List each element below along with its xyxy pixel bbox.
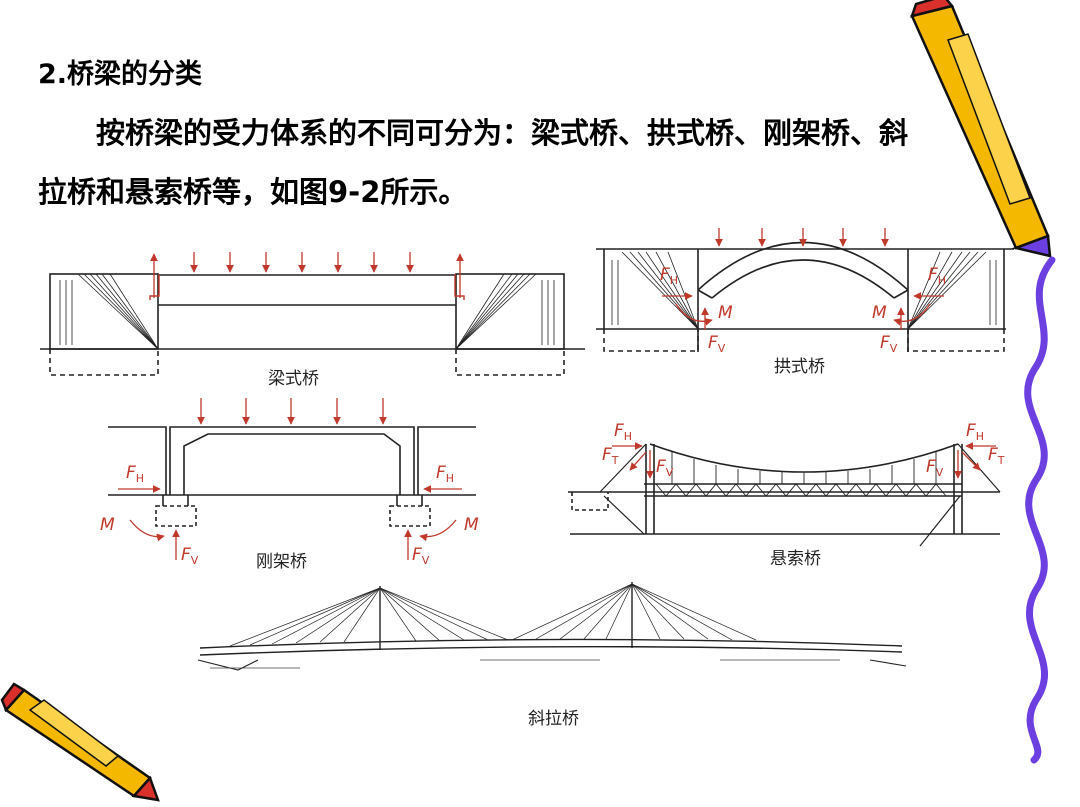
susp-fv-left-label: FV: [656, 457, 674, 479]
beam-bridge-caption: 梁式桥: [268, 369, 319, 389]
arch-m-left-label: M: [718, 303, 733, 323]
rigid-fh-left-label: FH: [126, 463, 144, 485]
rigid-fv-right-label: FV: [412, 545, 430, 567]
rigid-fv-left-label: FV: [181, 545, 199, 567]
rigid-fh-right-label: FH: [436, 463, 454, 485]
arch-fv-right-label: FV: [880, 333, 898, 355]
beam-bridge-diagram: [40, 252, 585, 376]
rigid-bridge-caption: 刚架桥: [256, 552, 307, 572]
cable-stayed-bridge-caption: 斜拉桥: [528, 709, 579, 729]
suspension-bridge-diagram: [568, 442, 1001, 547]
suspension-bridge-caption: 悬索桥: [770, 549, 821, 569]
susp-fh-left-label: FH: [614, 421, 632, 443]
rigid-frame-bridge-diagram: [108, 398, 476, 560]
wave-border-icon: [1024, 256, 1056, 764]
slide-paragraph: 按桥梁的受力体系的不同可分为：梁式桥、拱式桥、刚架桥、斜拉桥和悬索桥等，如图9-…: [38, 116, 909, 209]
rigid-m-left-label: M: [100, 515, 115, 535]
slide-heading: 2.桥梁的分类: [38, 59, 203, 90]
arch-bridge-diagram: [596, 228, 1014, 352]
susp-fv-right-label: FV: [926, 457, 944, 479]
arch-fv-left-label: FV: [708, 333, 726, 355]
susp-ft-left-label: FT: [602, 445, 619, 467]
pencil-bottom-left-icon: [0, 682, 160, 802]
susp-fh-right-label: FH: [966, 421, 984, 443]
arch-bridge-caption: 拱式桥: [774, 357, 825, 377]
arch-fh-right-label: FH: [928, 265, 946, 287]
cable-stayed-bridge-diagram: [197, 582, 907, 671]
rigid-m-right-label: M: [464, 515, 479, 535]
arch-fh-left-label: FH: [660, 265, 678, 287]
pencil-top-right-icon: [910, 0, 1052, 258]
arch-m-right-label: M: [872, 303, 887, 323]
susp-ft-right-label: FT: [988, 445, 1005, 467]
